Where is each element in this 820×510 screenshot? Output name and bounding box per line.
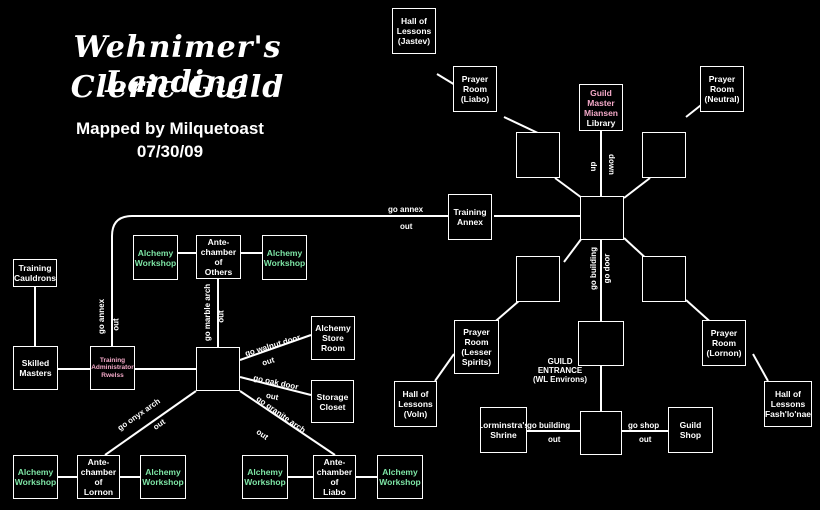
label-guild-entrance: GUILD ENTRANCE (WL Environs)	[533, 357, 588, 384]
room-skilled-masters: Skilled Masters	[13, 346, 58, 390]
label-shop-out: out	[639, 435, 652, 444]
map-date: 07/30/09	[136, 142, 204, 161]
room-alchemy-store-room: Alchemy Store Room	[311, 316, 355, 360]
label-go-building: go building	[589, 246, 599, 291]
room-guild-entrance	[578, 321, 624, 366]
label-go-marble-arch: go marble arch	[203, 283, 213, 342]
label-go-shop: go shop	[628, 421, 660, 430]
library-label: Library	[586, 117, 616, 128]
map-subtitle: Cleric Guild	[70, 70, 285, 105]
room-prayer-room-liabo: Prayer Room (Liabo)	[453, 66, 497, 112]
room-corridor-se	[642, 256, 686, 302]
room-alchemy-workshop-1: Alchemy Workshop	[133, 235, 178, 280]
room-antechamber-of-lornon: Ante- chamber of Lornon	[77, 455, 120, 499]
room-antechamber-of-liabo: Ante- chamber of Liabo	[313, 455, 356, 499]
room-alchemy-workshop-6: Alchemy Workshop	[377, 455, 423, 499]
room-library: Guild Master Miansen Library	[579, 84, 623, 131]
room-prayer-room-neutral: Prayer Room (Neutral)	[700, 66, 744, 112]
label-shrine-out: out	[548, 435, 561, 444]
room-alchemy-hub	[196, 347, 240, 391]
label-annex-left-out: out	[111, 318, 121, 331]
room-hall-of-lessons-jastev: Hall of Lessons (Jastev)	[392, 8, 436, 54]
label-up: up	[588, 161, 598, 172]
label-go-door: go door	[602, 253, 612, 284]
guild-master-miansen-label: Guild Master Miansen	[583, 87, 618, 118]
room-corridor-nw	[516, 132, 560, 178]
room-alchemy-workshop-4: Alchemy Workshop	[140, 455, 186, 499]
label-go-annex: go annex	[388, 205, 424, 214]
room-prayer-room-lesser-spirits: Prayer Room (Lesser Spirits)	[454, 320, 499, 374]
room-storage-closet: Storage Closet	[311, 380, 354, 423]
room-prayer-room-lornon: Prayer Room (Lornon)	[702, 320, 746, 366]
room-antechamber-of-others: Ante- chamber of Others	[196, 235, 241, 279]
map-title: Wehnimer's Landing	[73, 30, 282, 100]
room-guild-shop: Guild Shop	[668, 407, 713, 453]
room-alchemy-workshop-5: Alchemy Workshop	[242, 455, 288, 499]
room-alchemy-workshop-2: Alchemy Workshop	[262, 235, 307, 280]
room-guild-courtyard	[580, 411, 622, 455]
room-alchemy-workshop-3: Alchemy Workshop	[13, 455, 58, 499]
room-hub-central	[580, 196, 624, 240]
room-hall-of-lessons-fashlonae: Hall of Lessons (Fash'lo'nae)	[764, 381, 812, 427]
label-marble-out: out	[216, 310, 226, 323]
label-down: down	[606, 154, 616, 175]
room-hall-of-lessons-voln: Hall of Lessons (Voln)	[394, 381, 437, 427]
label-go-building-shrine: go building	[527, 421, 571, 430]
room-training-cauldrons: Training Cauldrons	[13, 259, 57, 287]
room-training-annex: Training Annex	[448, 194, 492, 240]
label-go-annex-left: go annex	[97, 298, 107, 335]
room-corridor-sw	[516, 256, 560, 302]
map-credit: Mapped by Milquetoast	[76, 119, 264, 138]
label-annex-out: out	[400, 222, 413, 231]
room-lorminstras-shrine: Lorminstra's Shrine	[480, 407, 527, 453]
room-corridor-ne	[642, 132, 686, 178]
room-training-administrator: Training Administrator Rwelss	[90, 346, 135, 390]
